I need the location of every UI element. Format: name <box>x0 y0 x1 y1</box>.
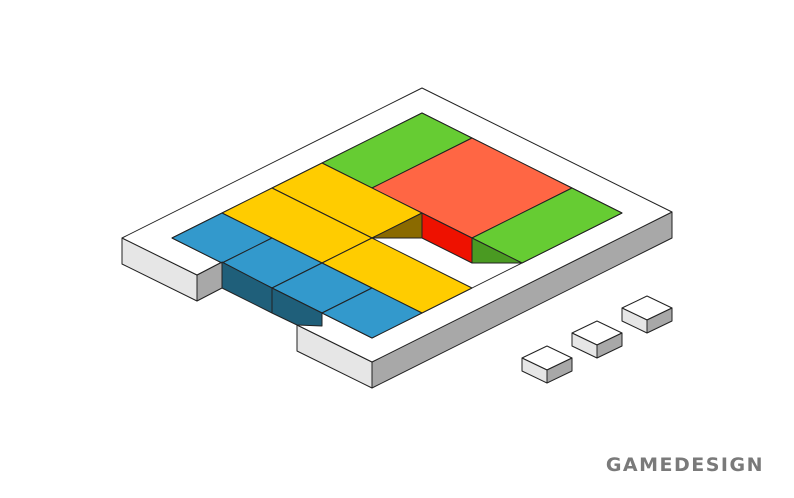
small-block-3[interactable] <box>621 295 673 334</box>
small-block-right <box>596 332 623 359</box>
small-block-right <box>546 357 573 384</box>
puzzle-pieces <box>171 112 623 339</box>
small-blocks-tray <box>521 295 673 384</box>
piece-side-walls <box>221 212 523 327</box>
small-block-1[interactable] <box>521 345 573 384</box>
gamedesign-logo: GAMEDESIGN <box>605 454 764 476</box>
blue-piece-3-side <box>271 287 323 327</box>
blue-piece-4[interactable] <box>321 287 423 339</box>
empty-slot <box>422 238 472 288</box>
small-block-right <box>646 307 673 334</box>
small-block-2[interactable] <box>571 320 623 359</box>
green-piece-right-side <box>471 237 523 264</box>
